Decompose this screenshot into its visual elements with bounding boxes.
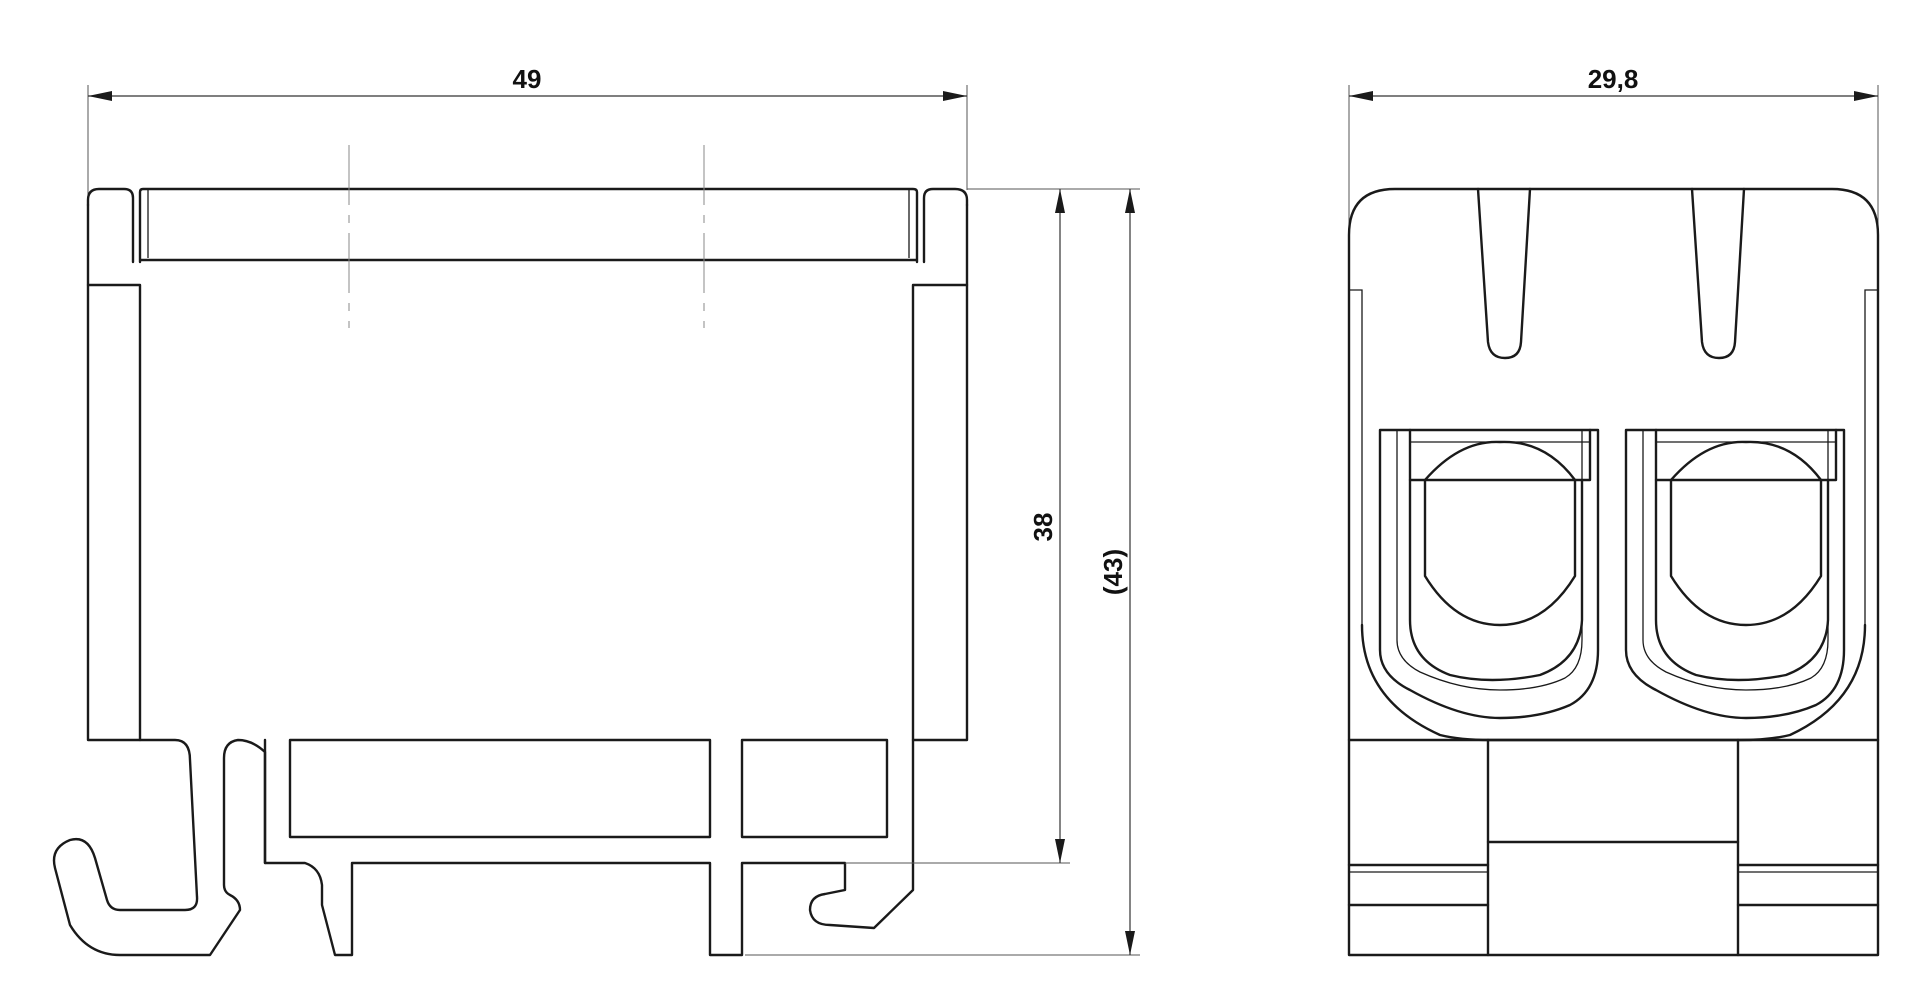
front-body (1347, 187, 1880, 957)
left-clamp (1378, 428, 1600, 720)
terminal-cavity (1360, 623, 1867, 742)
top-cover (86, 187, 969, 264)
right-clamp (1624, 428, 1846, 720)
overall-height-dimension: (43) (745, 189, 1140, 956)
top-slot (1476, 187, 1532, 360)
side-body (52, 203, 969, 957)
front-width-label: 29,8 (1588, 64, 1639, 94)
clip-slot (740, 738, 889, 839)
front-view: 29,8 (1347, 64, 1880, 957)
height-dimension: 38 (845, 188, 1140, 864)
side-view: 49 38 (43) (52, 64, 1140, 957)
width-dimension: 49 (87, 64, 968, 250)
top-slot (1690, 187, 1746, 360)
width-label: 49 (513, 64, 542, 94)
front-base (1347, 738, 1880, 957)
front-width-dimension: 29,8 (1348, 64, 1879, 235)
overall-height-label: (43) (1098, 549, 1128, 595)
height-label: 38 (1028, 513, 1058, 542)
clip-slot (288, 738, 712, 839)
